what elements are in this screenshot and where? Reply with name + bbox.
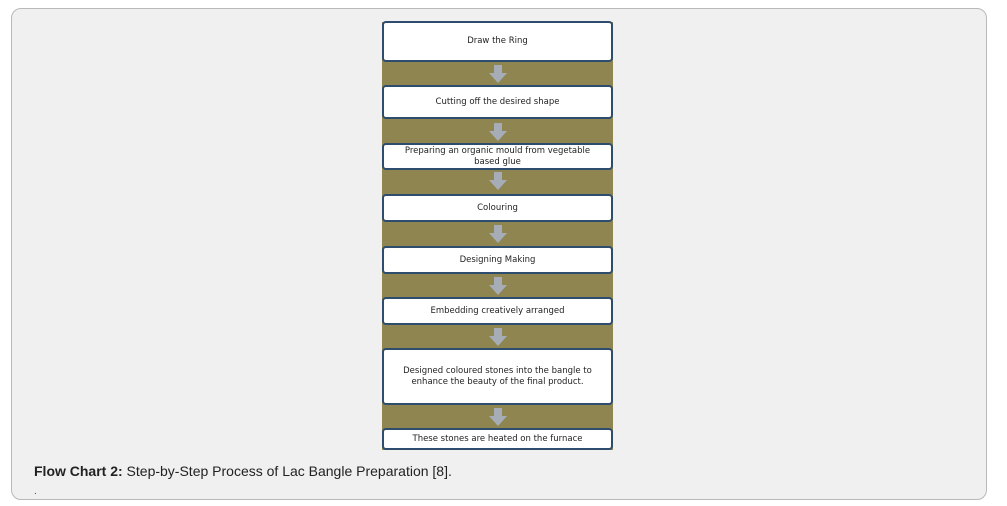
step-embedding: Embedding creatively arranged [382, 297, 613, 325]
down-arrow-icon [489, 408, 507, 426]
caption-label: Flow Chart 2: [34, 463, 123, 479]
step-draw-ring: Draw the Ring [382, 21, 613, 62]
footnote-mark: . [34, 486, 37, 497]
step-designed-stones: Designed coloured stones into the bangle… [382, 348, 613, 405]
down-arrow-icon [489, 328, 507, 346]
step-colouring: Colouring [382, 194, 613, 222]
down-arrow-icon [489, 65, 507, 83]
down-arrow-icon [489, 277, 507, 295]
figure-caption: Flow Chart 2: Step-by-Step Process of La… [34, 463, 452, 479]
step-organic-mould: Preparing an organic mould from vegetabl… [382, 143, 613, 170]
step-heated-furnace: These stones are heated on the furnace [382, 428, 613, 450]
down-arrow-icon [489, 225, 507, 243]
step-cutting-shape: Cutting off the desired shape [382, 85, 613, 119]
caption-text: Step-by-Step Process of Lac Bangle Prepa… [122, 463, 452, 479]
down-arrow-icon [489, 123, 507, 141]
down-arrow-icon [489, 172, 507, 190]
step-designing-making: Designing Making [382, 246, 613, 274]
